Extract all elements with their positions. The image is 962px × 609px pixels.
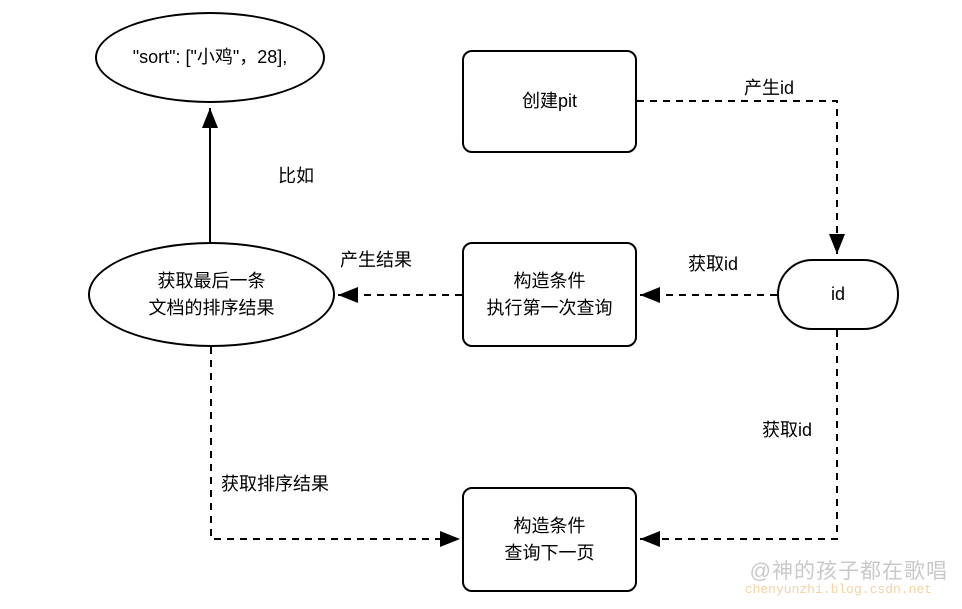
node-sort-example: "sort": ["小鸡"，28], bbox=[95, 12, 325, 103]
node-sort-example-label: "sort": ["小鸡"，28], bbox=[132, 47, 288, 68]
node-id: id bbox=[777, 259, 899, 330]
edge-label-get-sort-result: 获取排序结果 bbox=[221, 474, 329, 494]
edge-label-produce-result: 产生结果 bbox=[340, 250, 412, 270]
node-create-pit-label: 创建pit bbox=[521, 91, 577, 112]
edge-label-get-id-upper: 获取id bbox=[688, 254, 739, 274]
edge-label-produce-id: 产生id bbox=[744, 78, 795, 98]
node-last-sort-result: 获取最后一条 文档的排序结果 bbox=[88, 242, 335, 347]
node-id-label: id bbox=[830, 284, 845, 305]
edge-get-id-lower-connector bbox=[640, 330, 838, 547]
edge-label-get-id-lower: 获取id bbox=[762, 420, 813, 440]
node-first-query: 构造条件 执行第一次查询 bbox=[462, 242, 637, 347]
node-create-pit: 创建pit bbox=[462, 50, 637, 153]
node-next-page: 构造条件 查询下一页 bbox=[462, 487, 637, 592]
edge-produce-id-connector bbox=[637, 100, 845, 254]
node-first-query-label: 构造条件 执行第一次查询 bbox=[486, 271, 613, 318]
edge-label-example: 比如 bbox=[278, 166, 314, 186]
node-last-sort-result-label: 获取最后一条 文档的排序结果 bbox=[148, 271, 275, 318]
node-next-page-label: 构造条件 查询下一页 bbox=[504, 516, 595, 563]
edge-get-sort-result-connector bbox=[210, 347, 460, 547]
